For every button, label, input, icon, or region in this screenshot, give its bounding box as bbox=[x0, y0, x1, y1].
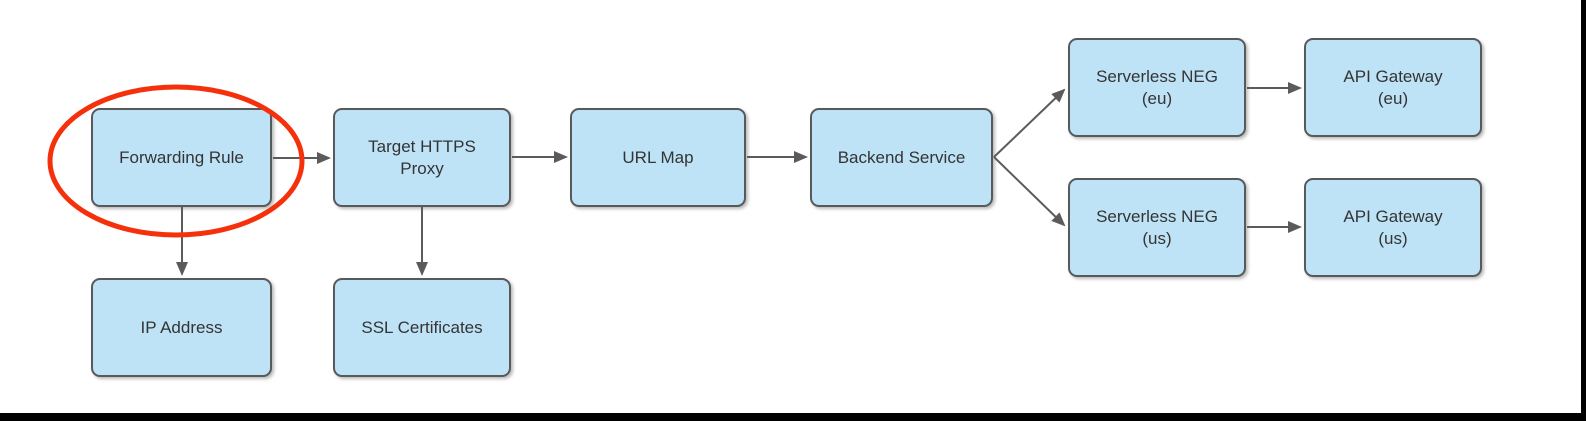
edge-backend-service-to-serverless-neg-us bbox=[993, 156, 1066, 227]
node-backend-service: Backend Service bbox=[810, 108, 993, 207]
node-label: URL Map bbox=[622, 147, 694, 167]
node-url-map: URL Map bbox=[570, 108, 746, 207]
node-serverless-neg-us: Serverless NEG (us) bbox=[1068, 178, 1246, 277]
node-api-gateway-us: API Gateway (us) bbox=[1304, 178, 1482, 277]
node-label: Serverless NEG (eu) bbox=[1096, 66, 1218, 108]
node-label: Forwarding Rule bbox=[119, 147, 244, 167]
node-api-gateway-eu: API Gateway (eu) bbox=[1304, 38, 1482, 137]
edge-backend-service-to-serverless-neg-eu bbox=[993, 88, 1066, 158]
node-ip-address: IP Address bbox=[91, 278, 272, 377]
node-serverless-neg-eu: Serverless NEG (eu) bbox=[1068, 38, 1246, 137]
node-ssl-certificates: SSL Certificates bbox=[333, 278, 511, 377]
node-label: Target HTTPS Proxy bbox=[368, 136, 476, 178]
window-edge-right bbox=[1581, 0, 1586, 421]
node-label: API Gateway (eu) bbox=[1343, 66, 1443, 108]
node-label: API Gateway (us) bbox=[1343, 206, 1443, 248]
node-label: IP Address bbox=[140, 317, 223, 337]
node-forwarding-rule: Forwarding Rule bbox=[91, 108, 272, 207]
window-edge-bottom bbox=[0, 413, 1586, 421]
node-label: SSL Certificates bbox=[361, 317, 483, 337]
node-label: Backend Service bbox=[837, 147, 966, 167]
node-target-https-proxy: Target HTTPS Proxy bbox=[333, 108, 511, 207]
node-label: Serverless NEG (us) bbox=[1096, 206, 1218, 248]
